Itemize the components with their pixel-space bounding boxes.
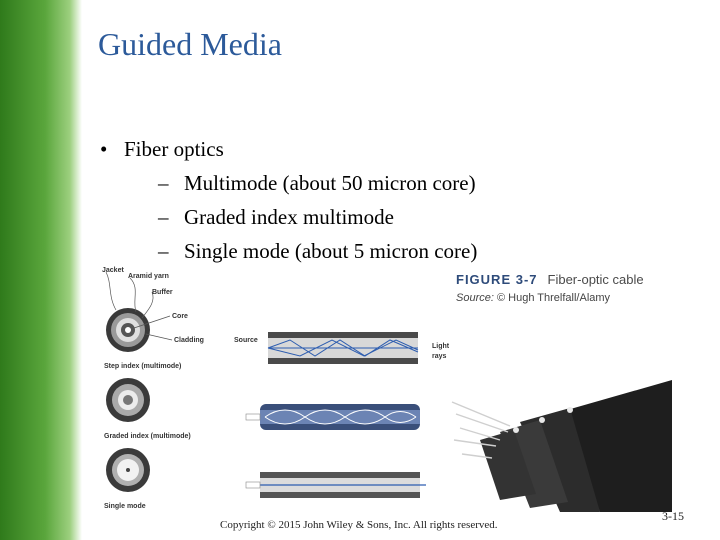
step-index-cross-section [106,308,150,352]
label-cladding: Cladding [174,337,204,344]
label-aramid-yarn: Aramid yarn [128,273,169,280]
label-rays: rays [432,353,447,360]
graded-index-fiber [245,404,420,430]
single-mode-fiber [245,472,426,498]
bullet-item-fiber-optics: • Fiber optics [100,132,477,166]
source-text: © Hugh Threlfall/Alamy [496,292,611,304]
label-graded-index: Graded index (multimode) [104,433,191,440]
sub-bullet-text: Single mode (about 5 micron core) [184,239,478,263]
step-index-fiber [267,332,419,364]
label-single-mode: Single mode [104,503,146,510]
copyright-notice: Copyright © 2015 John Wiley & Sons, Inc.… [220,519,498,531]
page-number: 3-15 [662,509,684,523]
fiber-cable-photo [451,380,672,512]
dash-icon: – [158,205,169,229]
sub-bullet-graded-index: –Graded index multimode [100,200,477,234]
single-mode-cross-section [106,448,150,492]
bullet-list: •Fiber optics –Multimode (about 50 micro… [100,132,477,268]
sub-bullet-text: Multimode (about 50 micron core) [184,171,476,195]
label-jacket: Jacket [102,267,124,274]
green-sidebar [0,0,82,540]
sub-bullet-single-mode: –Single mode (about 5 micron core) [100,234,477,268]
label-light: Light [432,343,450,350]
label-step-index: Step index (multimode) [104,363,181,370]
sub-bullet-text: Graded index multimode [184,205,394,229]
figure-source: Source: © Hugh Threlfall/Alamy [456,292,610,304]
graded-index-cross-section [106,378,150,422]
figure-number: FIGURE 3-7 [456,272,538,287]
figure-caption: FIGURE 3-7 Fiber-optic cable [456,272,644,287]
label-core: Core [172,313,188,320]
dash-icon: – [158,239,169,263]
sub-bullet-multimode: –Multimode (about 50 micron core) [100,166,477,200]
fiber-optic-figure: Jacket Aramid yarn Buffer Core Cladding … [102,267,672,512]
figure-caption-text: Fiber-optic cable [547,272,644,287]
slide-title: Guided Media [98,26,282,62]
bullet-text: Fiber optics [124,137,224,161]
bullet-dot-icon: • [100,137,108,161]
source-prefix: Source: [456,292,494,304]
label-source: Source [234,337,258,344]
label-buffer: Buffer [152,289,173,296]
dash-icon: – [158,171,169,195]
leader-lines [105,271,173,341]
